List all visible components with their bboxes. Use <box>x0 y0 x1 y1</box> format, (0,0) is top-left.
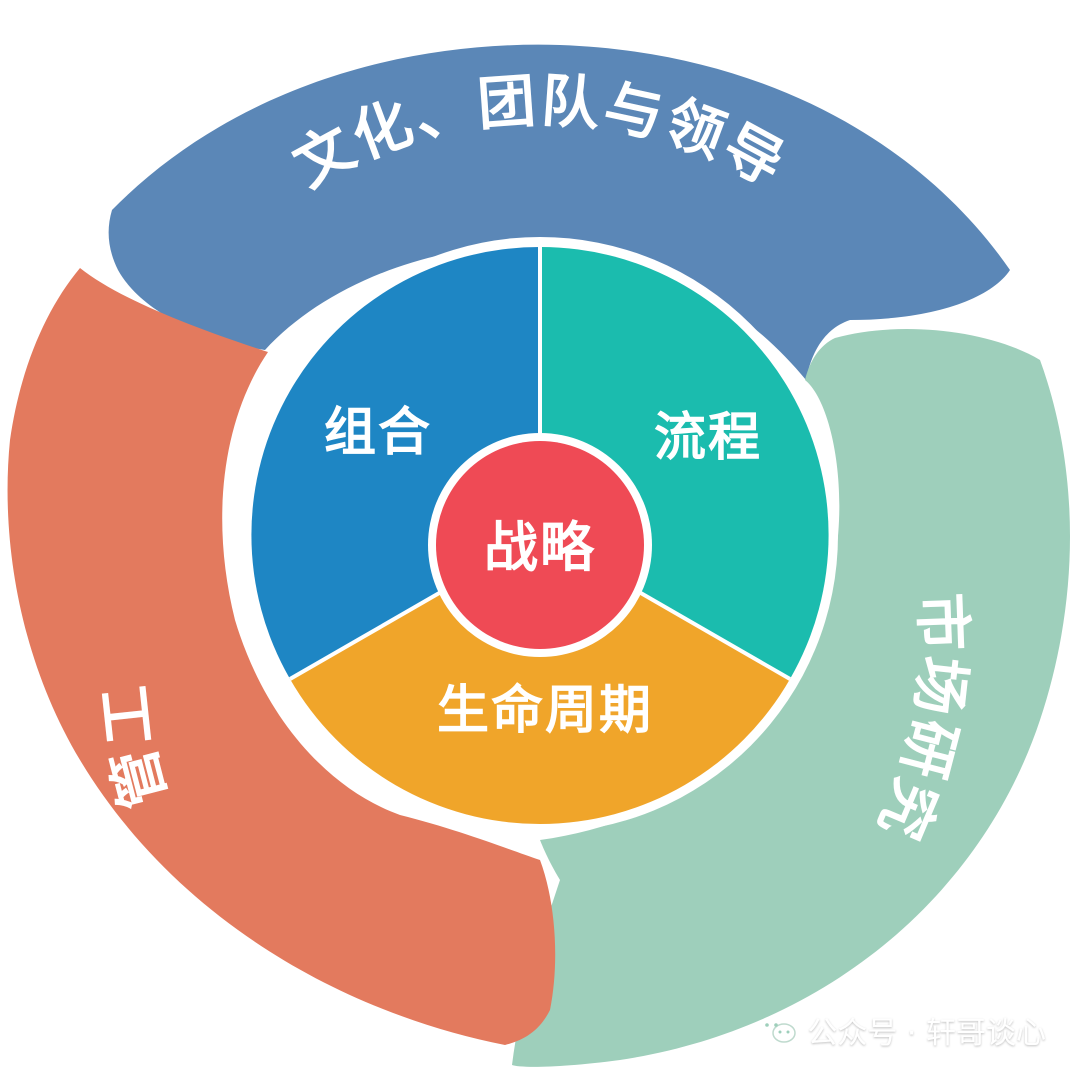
outer-segment-left <box>7 268 556 1045</box>
outer-segment-culture <box>108 44 1010 381</box>
watermark-text: 公众号 · 轩哥谈心 <box>807 1016 1046 1051</box>
watermark: 公众号 · 轩哥谈心 <box>757 1008 1046 1052</box>
outer-segment-market-research <box>512 329 1070 1067</box>
inner-label-portfolio: 组合 <box>324 403 432 463</box>
inner-wheel <box>242 237 838 833</box>
inner-label-lifecycle: 生命周期 <box>437 681 653 741</box>
inner-label-process: 流程 <box>654 408 762 468</box>
center-label-strategy: 战略 <box>484 516 596 579</box>
wechat-icon <box>759 1016 797 1043</box>
center-circle <box>436 441 644 649</box>
